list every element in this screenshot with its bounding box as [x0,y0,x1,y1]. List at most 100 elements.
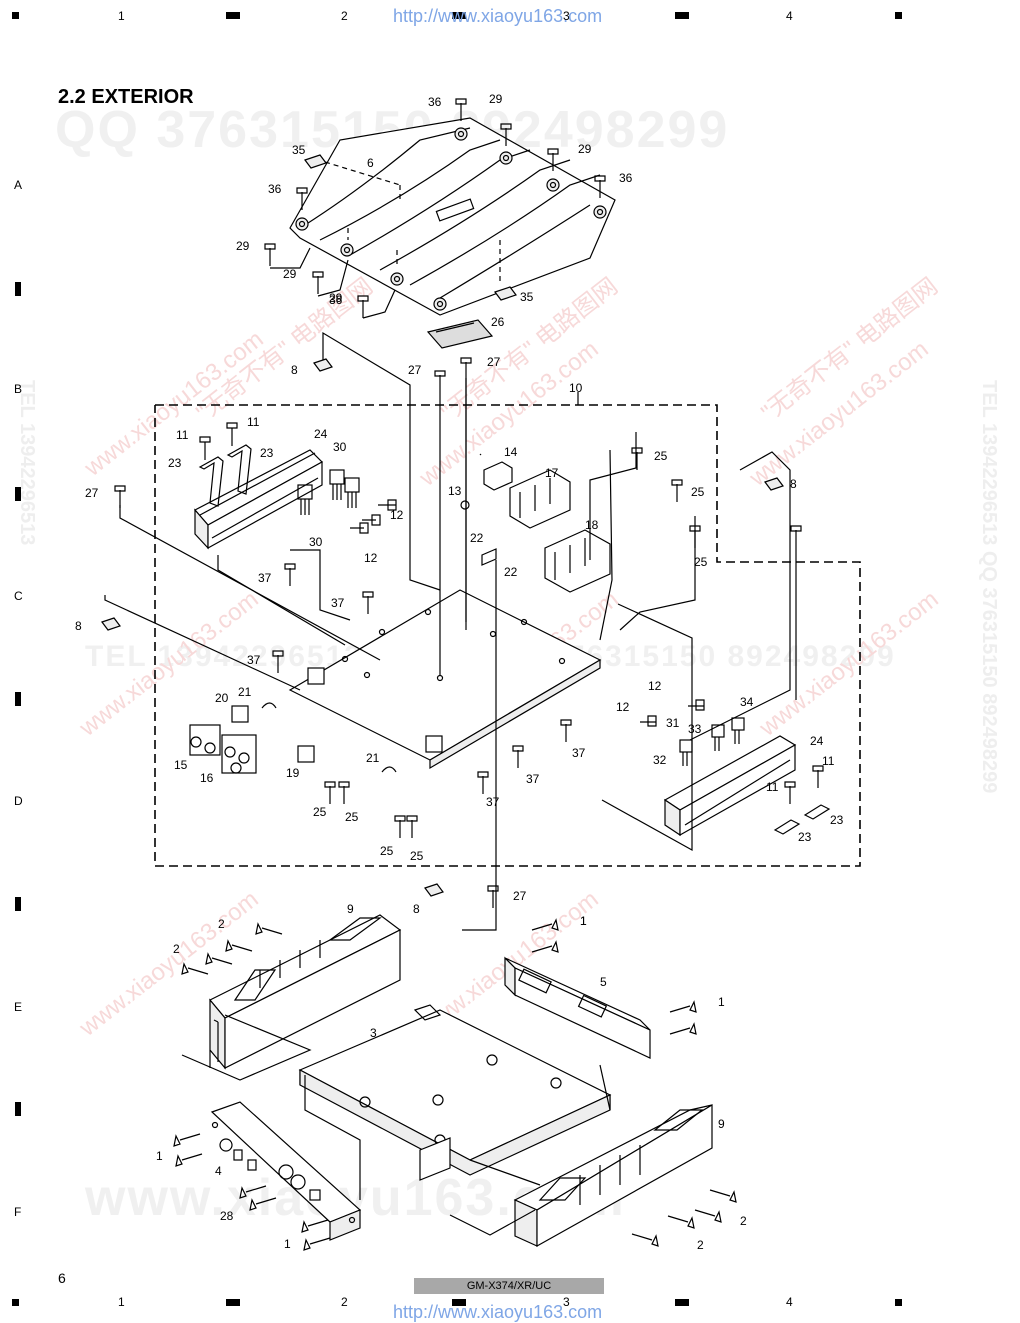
footer-url[interactable]: http://www.xiaoyu163.com [393,1302,603,1322]
part-label: 12 [648,679,662,693]
part-label: 23 [830,813,844,827]
part-label: 22 [504,565,518,579]
part-label: 36 [619,171,633,185]
part-label: 36 [329,293,343,307]
side-mark [15,487,21,501]
part-label: 29 [578,142,592,156]
ruler-dash [226,1299,240,1306]
part-label: 13 [448,484,462,498]
part-label: 36 [268,182,282,196]
lower-screws [173,918,737,1251]
part-label: 11 [247,415,260,429]
part-label: 30 [333,440,347,454]
part-label: 25 [313,805,327,819]
part-label: 35 [520,290,534,304]
ruler-dash [675,1299,689,1306]
part-label: 8 [75,619,82,633]
chassis-leaders [104,331,797,931]
part-label: 28 [220,1209,234,1223]
row-letter: B [14,382,23,396]
model-label: GM-X374/XR/UC [414,1278,604,1294]
top-cover-screws [264,98,606,349]
part-label: 29 [329,291,343,305]
part-label: 1 [580,914,587,928]
row-letter: F [14,1205,22,1219]
ruler-corner-mark [12,12,19,19]
part-label: 12 [390,508,404,522]
top-cover [289,117,616,316]
part-label: 37 [331,596,345,610]
ruler-dash [226,12,240,19]
center-components [460,453,611,593]
part-label: 27 [487,355,501,369]
ruler-corner-mark [12,1299,19,1306]
part-label: 2 [740,1214,747,1228]
part-label: 1 [156,1149,163,1163]
column-number: 3 [563,1295,570,1309]
part-label: 25 [694,555,708,569]
part-label: 27 [513,889,527,903]
column-number: 4 [786,1295,793,1309]
part-label: 23 [798,830,812,844]
part-label: 17 [545,466,559,480]
part-label: 8 [790,477,797,491]
part-label: 37 [526,772,540,786]
part-label: 20 [215,691,229,705]
part-label: 6 [367,156,374,170]
part-label: 1 [718,995,725,1009]
page-number: 6 [58,1270,66,1286]
part-label: 26 [491,315,505,329]
part-label: 25 [654,449,668,463]
part-label: 29 [283,267,297,281]
header-url[interactable]: http://www.xiaoyu163.com [393,6,603,26]
part-label: 8 [291,363,298,377]
part-label: 2 [173,942,180,956]
part-label: 29 [489,92,503,106]
ruler-dash [675,12,689,19]
rca-jacks [189,667,443,774]
row-letter: A [14,178,23,192]
part-label: 19 [286,766,300,780]
part-label: 21 [238,685,252,699]
part-label: 25 [410,849,424,863]
part-label: 11 [822,754,835,768]
part-label: 31 [666,716,680,730]
part-labels: 36 29 29 29 36 35 6 36 29 29 36 35 26 8 … [75,92,844,1252]
rear-panel [210,1101,362,1241]
part-label: 27 [408,363,422,377]
row-letter: E [14,1000,23,1014]
column-number: 1 [118,1295,125,1309]
column-number: 1 [118,9,125,23]
part-label: 22 [470,531,484,545]
part-label: 16 [200,771,214,785]
part-label: 25 [345,810,359,824]
part-label: 37 [258,571,272,585]
part-label: 11 [176,428,189,442]
right-side-heatsink [513,1103,713,1248]
part-label: 21 [366,751,380,765]
part-label: 27 [85,486,99,500]
part-label: 37 [247,653,261,667]
part-label: 9 [347,902,354,916]
part-label: 9 [718,1117,725,1131]
part-label: 5 [600,975,607,989]
part-label: 35 [292,143,306,157]
part-label: 32 [653,753,667,767]
right-bracket [504,956,651,1059]
ruler-dash [452,12,466,19]
side-mark [15,897,21,911]
part-label: 4 [215,1164,222,1178]
part-label: 8 [413,902,420,916]
side-mark [15,282,21,296]
part-label: 3 [370,1026,377,1040]
part-label: 37 [486,795,500,809]
part-label: 12 [364,551,378,565]
section-title: 2.2 EXTERIOR [58,86,194,108]
ruler-corner-mark [895,1299,902,1306]
part-label: 37 [572,746,586,760]
part-label: 30 [309,535,323,549]
part-label: 29 [236,239,250,253]
part-label: 10 [569,381,583,395]
left-heatsink-rail [194,449,323,550]
